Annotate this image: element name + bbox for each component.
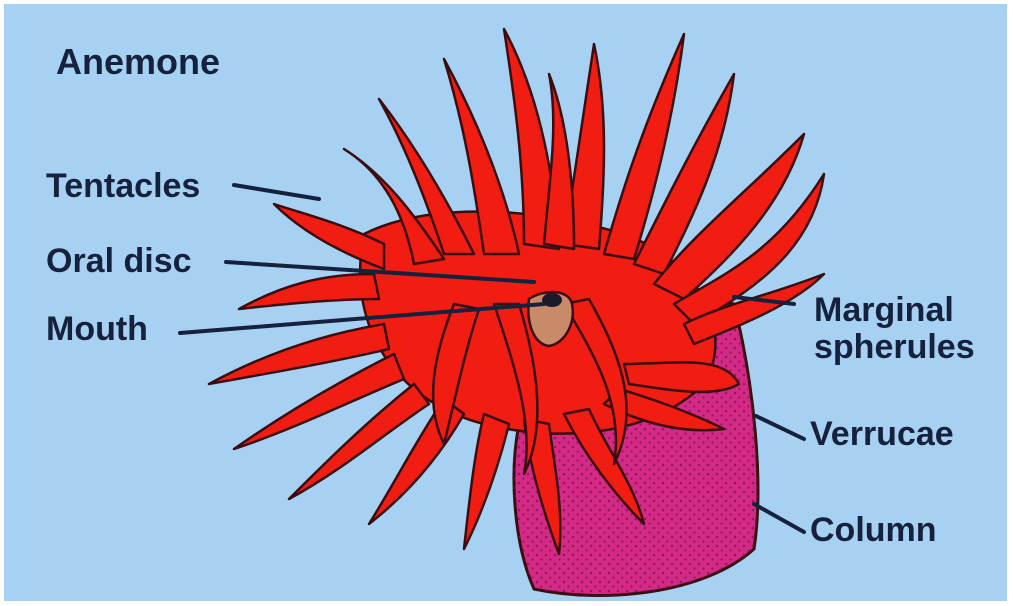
label-tentacles: Tentacles [46, 169, 200, 203]
leader-line-tentacles [234, 185, 319, 199]
label-mouth: Mouth [46, 312, 148, 346]
label-marginal-spherules: Marginal spherules [814, 292, 975, 365]
leader-line-column [754, 504, 804, 532]
diagram-title: Anemone [56, 44, 220, 80]
leader-line-verrucae [756, 416, 804, 439]
label-marginal-line1: Marginal [814, 292, 975, 329]
label-marginal-line2: spherules [814, 329, 975, 366]
label-oral-disc: Oral disc [46, 244, 192, 278]
diagram-canvas: Anemone Tentacles Oral disc Mouth Margin… [4, 4, 1007, 601]
label-verrucae: Verrucae [810, 417, 954, 451]
label-column: Column [810, 513, 937, 547]
